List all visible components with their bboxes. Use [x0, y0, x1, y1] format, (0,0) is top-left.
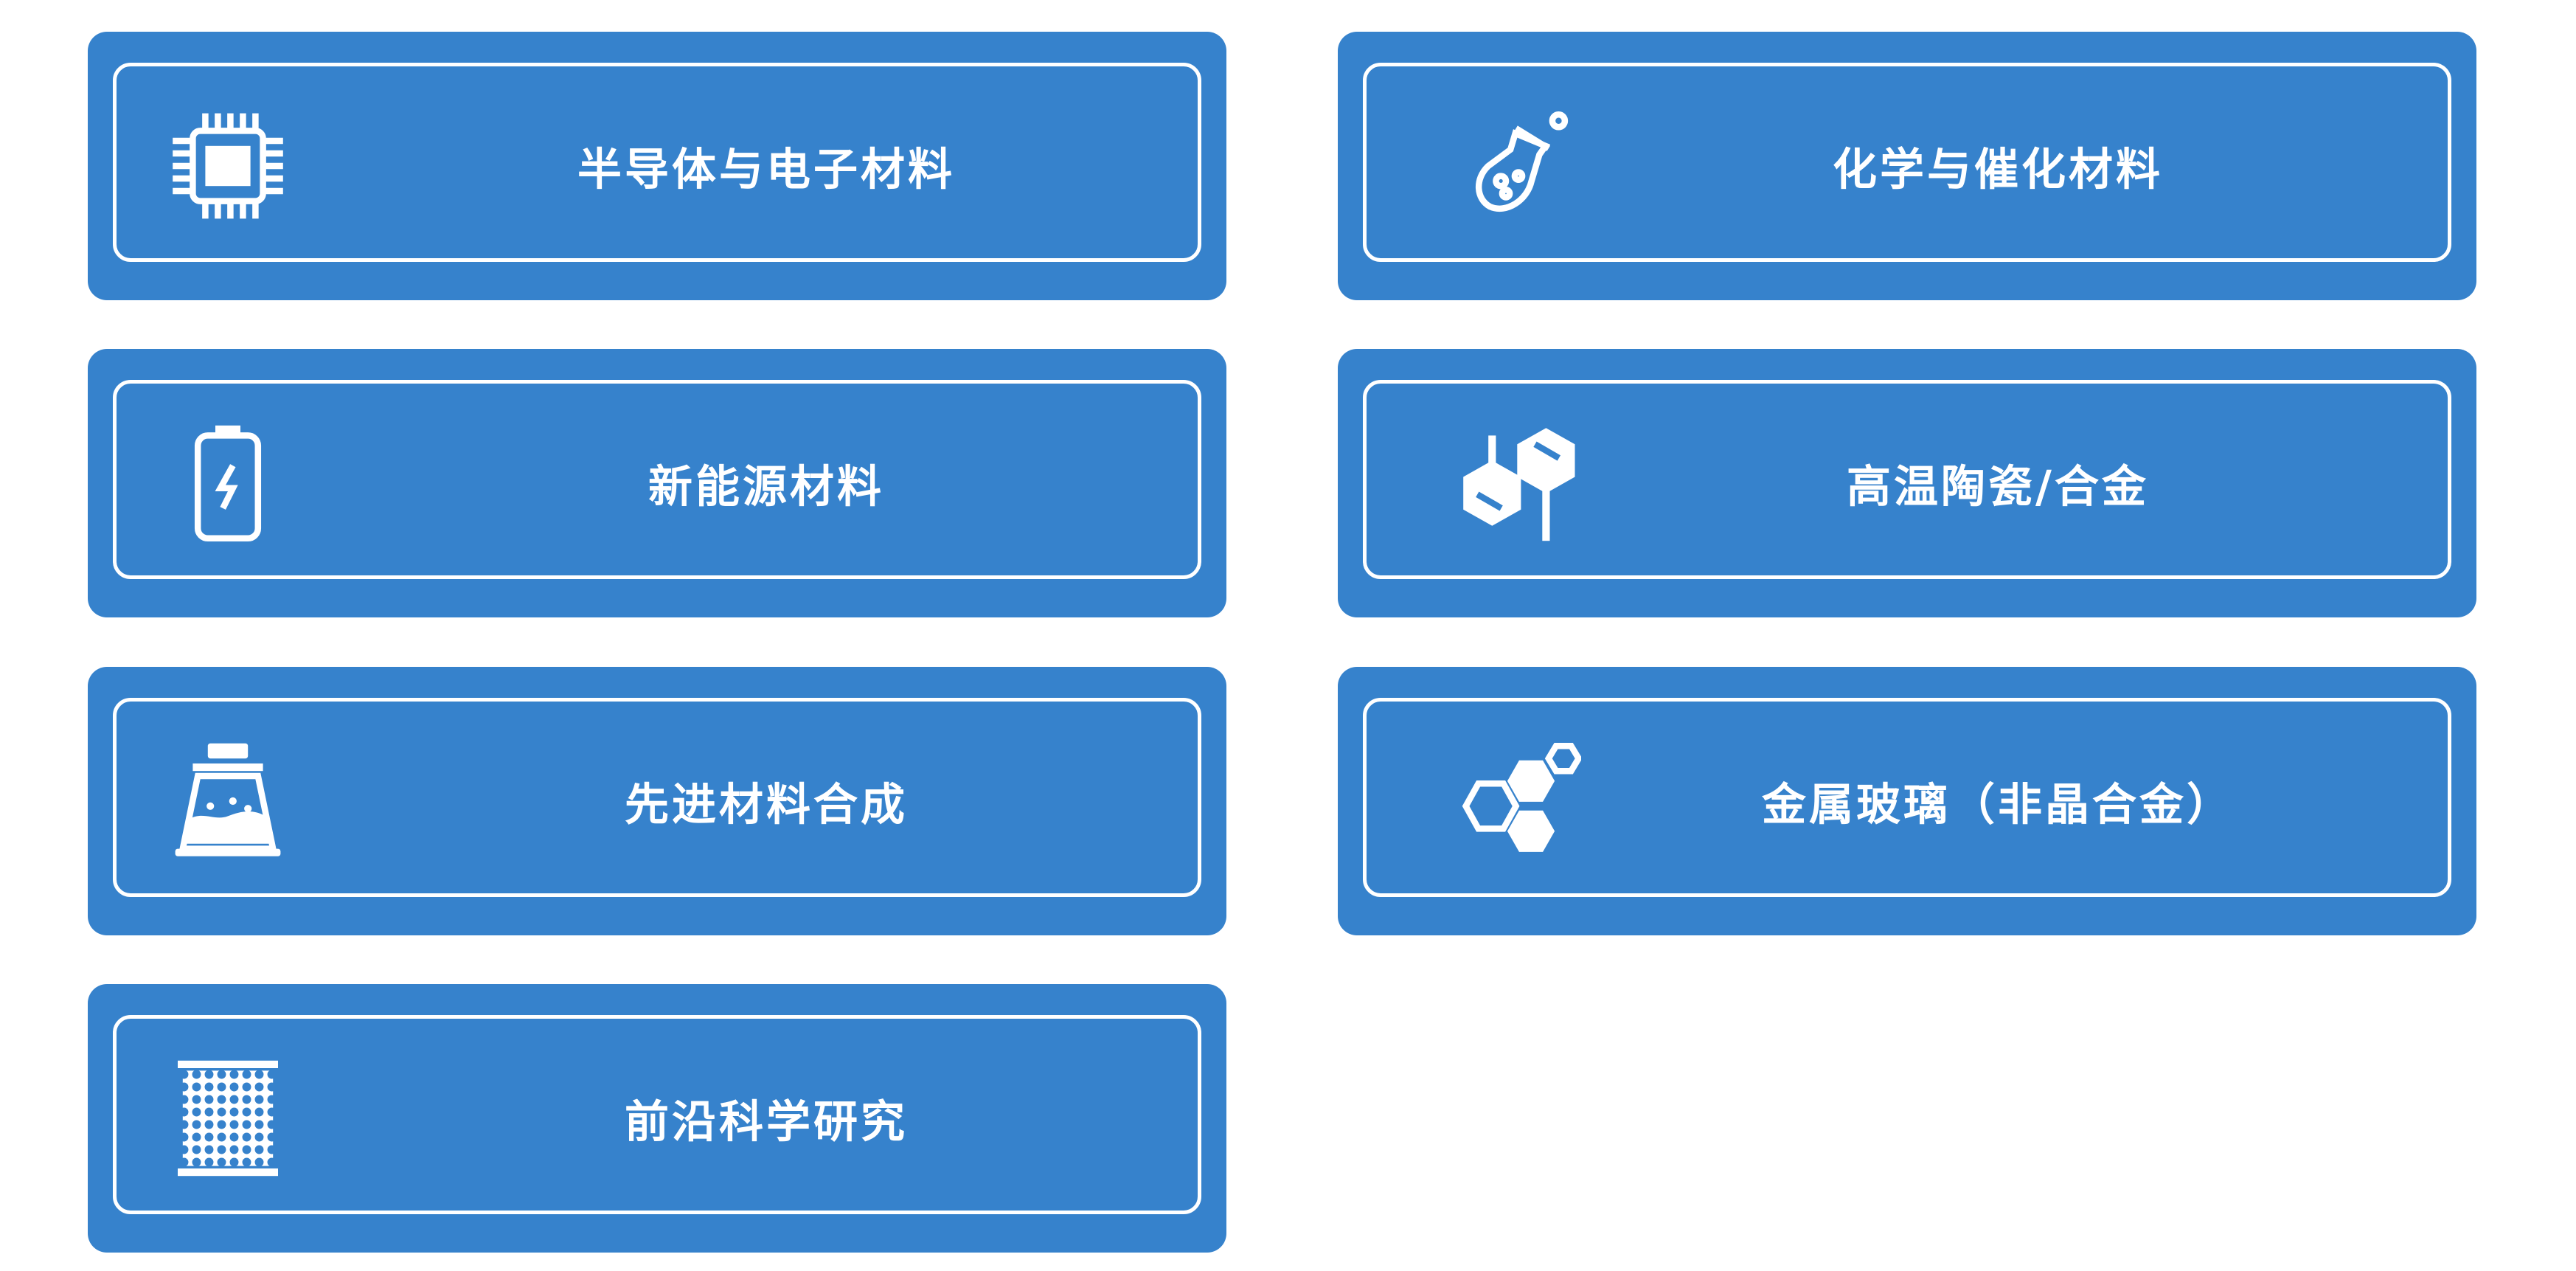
category-card-semiconductor[interactable]: 半导体与电子材料: [88, 32, 1226, 300]
card-border: [113, 698, 1201, 897]
flask-icon: [1456, 103, 1581, 229]
card-label: 高温陶瓷/合金: [1847, 461, 2149, 513]
category-card-chemistry[interactable]: 化学与催化材料: [1338, 32, 2476, 300]
category-card-new-energy[interactable]: 新能源材料: [88, 349, 1226, 617]
card-border: [1363, 63, 2451, 262]
card-label: 化学与催化材料: [1833, 144, 2163, 196]
card-label: 先进材料合成: [625, 779, 908, 831]
beaker-icon: [165, 738, 291, 864]
card-label: 半导体与电子材料: [577, 144, 955, 196]
chip-icon: [165, 103, 291, 229]
card-border: [113, 380, 1201, 579]
card-border: [113, 1015, 1201, 1214]
hexagons-icon: [1456, 738, 1583, 864]
molecule-icon: [1456, 420, 1581, 546]
card-border: [1363, 698, 2451, 897]
battery-icon: [165, 420, 291, 546]
card-label: 前沿科学研究: [625, 1096, 908, 1149]
category-card-high-temp-ceramics[interactable]: 高温陶瓷/合金: [1338, 349, 2476, 617]
category-card-frontier-research[interactable]: 前沿科学研究: [88, 984, 1226, 1253]
card-border: [113, 63, 1201, 262]
category-card-metallic-glass[interactable]: 金属玻璃（非晶合金）: [1338, 667, 2476, 935]
mesh-icon: [165, 1056, 291, 1181]
category-card-advanced-synthesis[interactable]: 先进材料合成: [88, 667, 1226, 935]
card-label: 金属玻璃（非晶合金）: [1762, 779, 2234, 831]
card-border: [1363, 380, 2451, 579]
card-label: 新能源材料: [648, 461, 884, 513]
